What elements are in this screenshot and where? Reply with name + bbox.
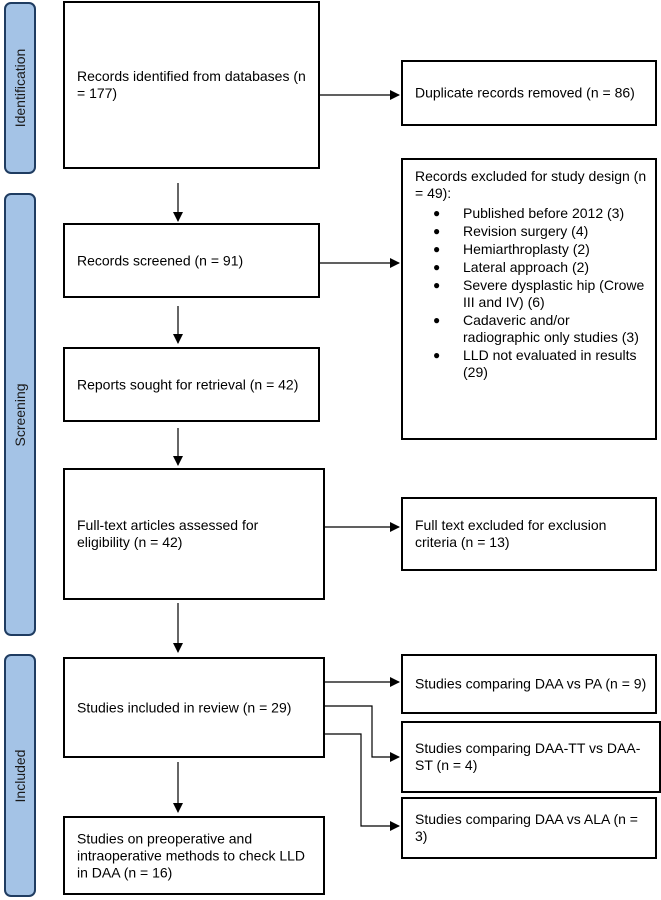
box-records-screened: Records screened (n = 91) xyxy=(63,223,320,298)
daa-tt-vs-st-text: Studies comparing DAA-TT vs DAA-ST (n = … xyxy=(415,740,641,773)
excluded-reason-item: Severe dysplastic hip (Crowe III and IV)… xyxy=(433,277,649,311)
records-screened-text: Records screened (n = 91) xyxy=(77,252,244,268)
box-daa-vs-ala: Studies comparing DAA vs ALA (n = 3) xyxy=(401,797,657,859)
excluded-reason-item: Hemiarthroplasty (2) xyxy=(433,241,649,258)
excluded-reasons-list: Published before 2012 (3) Revision surge… xyxy=(433,205,649,382)
box-daa-vs-pa: Studies comparing DAA vs PA (n = 9) xyxy=(401,654,657,714)
box-fulltext-assessed: Full-text articles assessed for eligibil… xyxy=(63,468,325,600)
phase-included: Included xyxy=(4,654,36,897)
excluded-reason-item: Published before 2012 (3) xyxy=(433,205,649,222)
box-preop-intraop-methods: Studies on preoperative and intraoperati… xyxy=(63,816,325,895)
phase-identification: Identification xyxy=(4,2,36,174)
fulltext-excluded-text: Full text excluded for exclusion criteri… xyxy=(415,517,607,550)
duplicates-removed-text: Duplicate records removed (n = 86) xyxy=(415,84,635,101)
arrow-included-to-ala xyxy=(325,733,400,831)
phase-screening: Screening xyxy=(4,193,36,636)
daa-vs-ala-text: Studies comparing DAA vs ALA (n = 3) xyxy=(415,811,638,844)
box-excluded-study-design: Records excluded for study design (n = 4… xyxy=(401,158,657,440)
excluded-study-design-title: Records excluded for study design (n = 4… xyxy=(415,168,647,201)
excluded-reason-item: Revision surgery (4) xyxy=(433,223,649,240)
box-records-identified: Records identified from databases (n = 1… xyxy=(63,1,320,169)
box-reports-sought: Reports sought for retrieval (n = 42) xyxy=(63,347,320,422)
box-studies-included: Studies included in review (n = 29) xyxy=(63,657,325,758)
fulltext-assessed-text: Full-text articles assessed for eligibil… xyxy=(77,517,259,550)
records-identified-text: Records identified from databases (n = 1… xyxy=(77,68,306,101)
box-fulltext-excluded: Full text excluded for exclusion criteri… xyxy=(401,497,657,571)
preop-intraop-methods-text: Studies on preoperative and intraoperati… xyxy=(77,830,306,880)
studies-included-text: Studies included in review (n = 29) xyxy=(77,699,292,715)
excluded-reason-item: Cadaveric and/or radiographic only studi… xyxy=(433,312,649,346)
arrow-included-to-tt xyxy=(325,705,400,762)
excluded-reason-item: Lateral approach (2) xyxy=(433,259,649,276)
excluded-reason-item: LLD not evaluated in results (29) xyxy=(433,347,649,381)
box-duplicates-removed: Duplicate records removed (n = 86) xyxy=(401,60,657,126)
box-daa-tt-vs-st: Studies comparing DAA-TT vs DAA-ST (n = … xyxy=(401,721,661,793)
reports-sought-text: Reports sought for retrieval (n = 42) xyxy=(77,376,299,392)
daa-vs-pa-text: Studies comparing DAA vs PA (n = 9) xyxy=(415,675,647,692)
